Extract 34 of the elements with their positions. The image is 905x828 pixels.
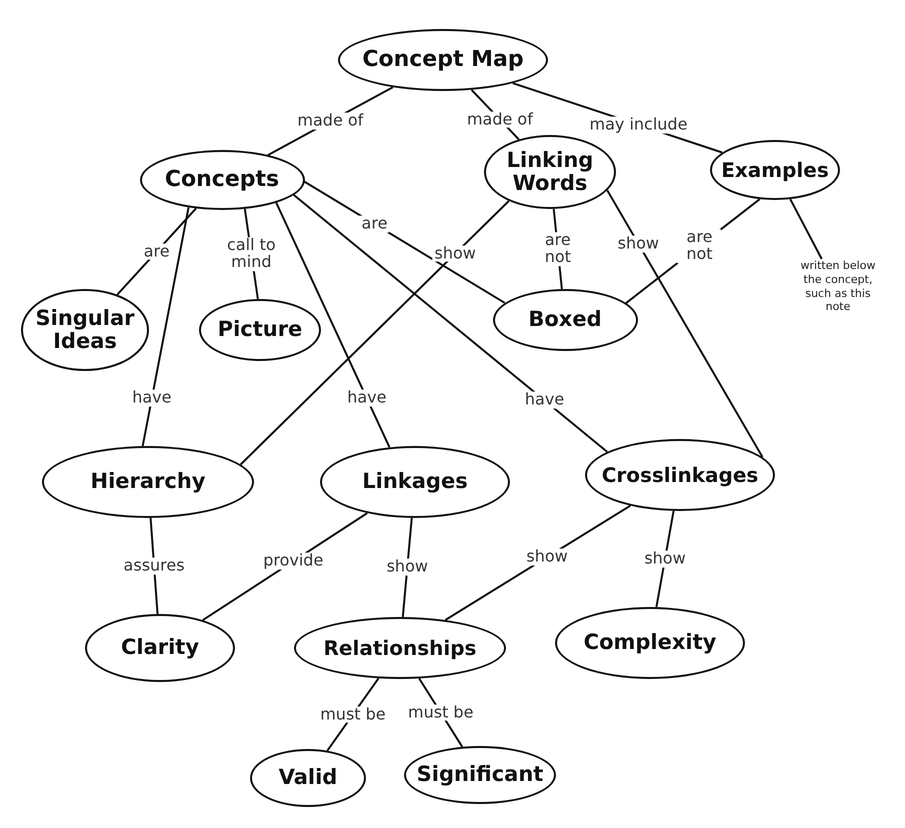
connector-line [789,198,823,260]
concept-label: Linkages [361,470,469,494]
edge-label: show [616,235,662,252]
concept-label: Significant [416,763,544,787]
concept-label: Crosslinkages [600,464,760,486]
concept-label: Relationships [322,637,478,659]
edge-label: show [524,548,570,566]
concept-label: Complexity [582,631,718,655]
connector-line [606,190,764,458]
connector-line [240,200,510,466]
edge-label: may include [588,116,690,134]
edge-label: show [384,559,430,576]
connector-line [293,194,608,453]
edge-label: show [432,245,478,262]
edge-label: are [360,216,390,232]
concept-label: Picture [216,318,304,342]
concept-label: Linking Words [506,148,594,196]
edge-label: are not [677,229,722,263]
edge-label: are [142,243,172,260]
concept-label: Clarity [120,636,200,660]
connector-line [275,202,390,448]
concept-label: Examples [720,159,830,181]
edge-label: must be [406,704,476,722]
edge-label: show [642,550,688,568]
concept-label: Concepts [164,168,280,192]
connector-line [142,207,190,446]
concept-label: Singular Ideas [34,306,136,354]
edge-label: assures [122,558,187,574]
concept-label: Concept Map [361,48,525,72]
connector-line [304,180,506,304]
concept-label: Hierarchy [90,470,206,494]
concept-label: Valid [278,766,338,790]
concept-label: Boxed [527,308,603,332]
note-text: written below the concept, such as this note [800,259,876,316]
